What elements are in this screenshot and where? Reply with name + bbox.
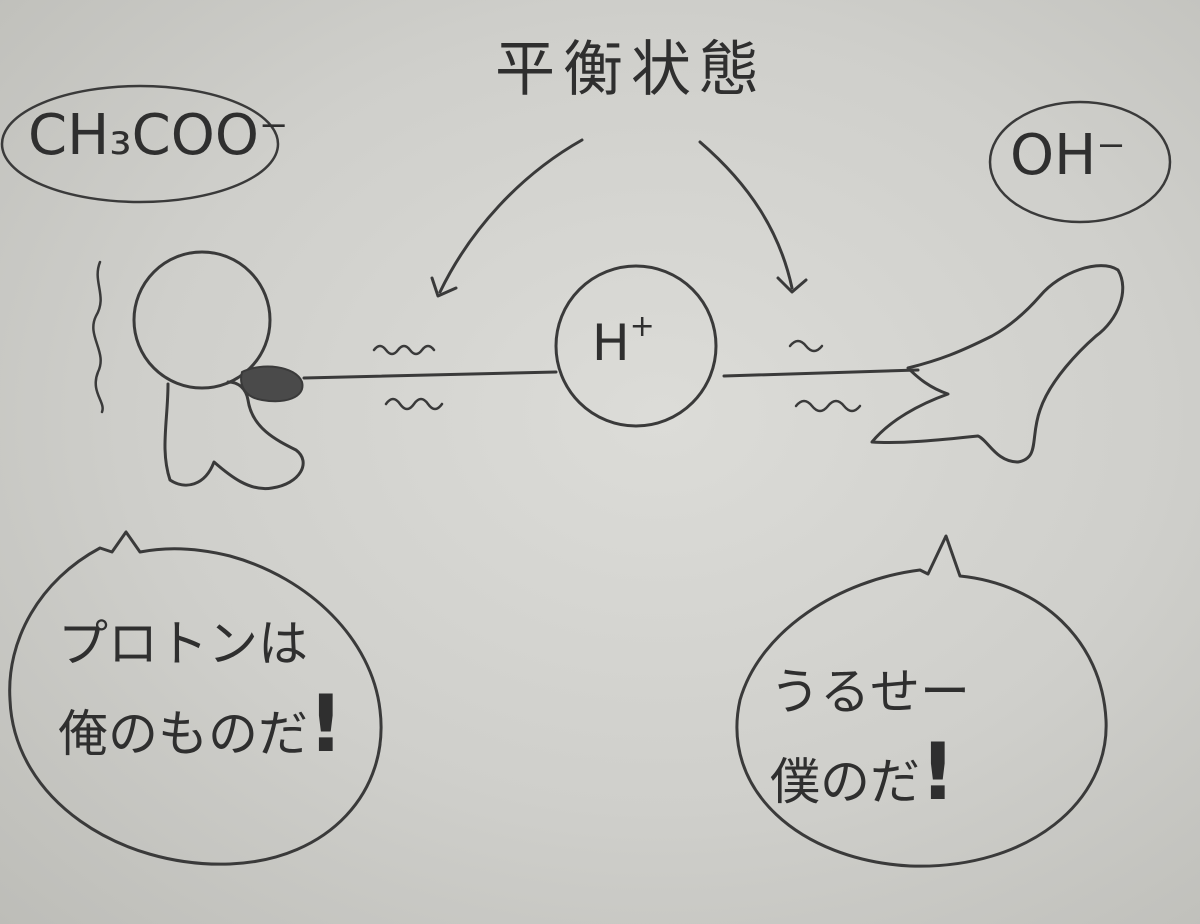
left-character-head	[132, 250, 272, 390]
right-character	[870, 264, 1125, 464]
proton-label: H+	[592, 312, 655, 369]
trembling-lines	[92, 260, 104, 414]
diagram-title: 平衡状態	[495, 35, 767, 105]
proton-charge: +	[629, 309, 655, 344]
speech-bubble-right	[735, 534, 1108, 868]
arrow-left	[438, 138, 584, 294]
proton-symbol: H	[592, 314, 630, 372]
arrow-right	[698, 140, 794, 290]
left-ion-label: CH₃COO⁻	[28, 103, 289, 168]
right-ion-oval	[988, 100, 1172, 224]
strain-mark-right-bottom	[794, 399, 862, 413]
left-speech-text: プロトンは 俺のものだ!	[58, 612, 344, 776]
left-speech-line-2-wrap: 俺のものだ!	[58, 676, 344, 776]
arrow-right-head	[776, 276, 808, 294]
left-speech-exclamation: !	[308, 680, 344, 770]
right-speech-line-1: うるせー	[770, 663, 970, 721]
strain-mark-left-top	[372, 344, 436, 356]
rope-left	[302, 370, 558, 380]
right-speech-exclamation: !	[920, 728, 956, 818]
left-character-body	[163, 380, 305, 491]
speech-bubble-left	[8, 530, 383, 866]
strain-mark-right-top	[788, 339, 824, 353]
left-ion-oval	[0, 84, 280, 204]
strain-mark-left-bottom	[384, 397, 444, 411]
right-speech-text: うるせー 僕のだ!	[770, 660, 970, 824]
right-speech-line-2: 僕のだ	[770, 753, 920, 811]
arrow-left-head	[430, 276, 458, 298]
right-ion-label: OH⁻	[1010, 123, 1126, 188]
rope-right	[722, 368, 920, 378]
left-speech-line-2: 俺のものだ	[58, 705, 308, 763]
right-speech-line-2-wrap: 僕のだ!	[770, 724, 970, 824]
left-character-hand	[240, 365, 304, 403]
left-speech-line-1: プロトンは	[58, 615, 308, 673]
proton-circle	[554, 264, 718, 428]
